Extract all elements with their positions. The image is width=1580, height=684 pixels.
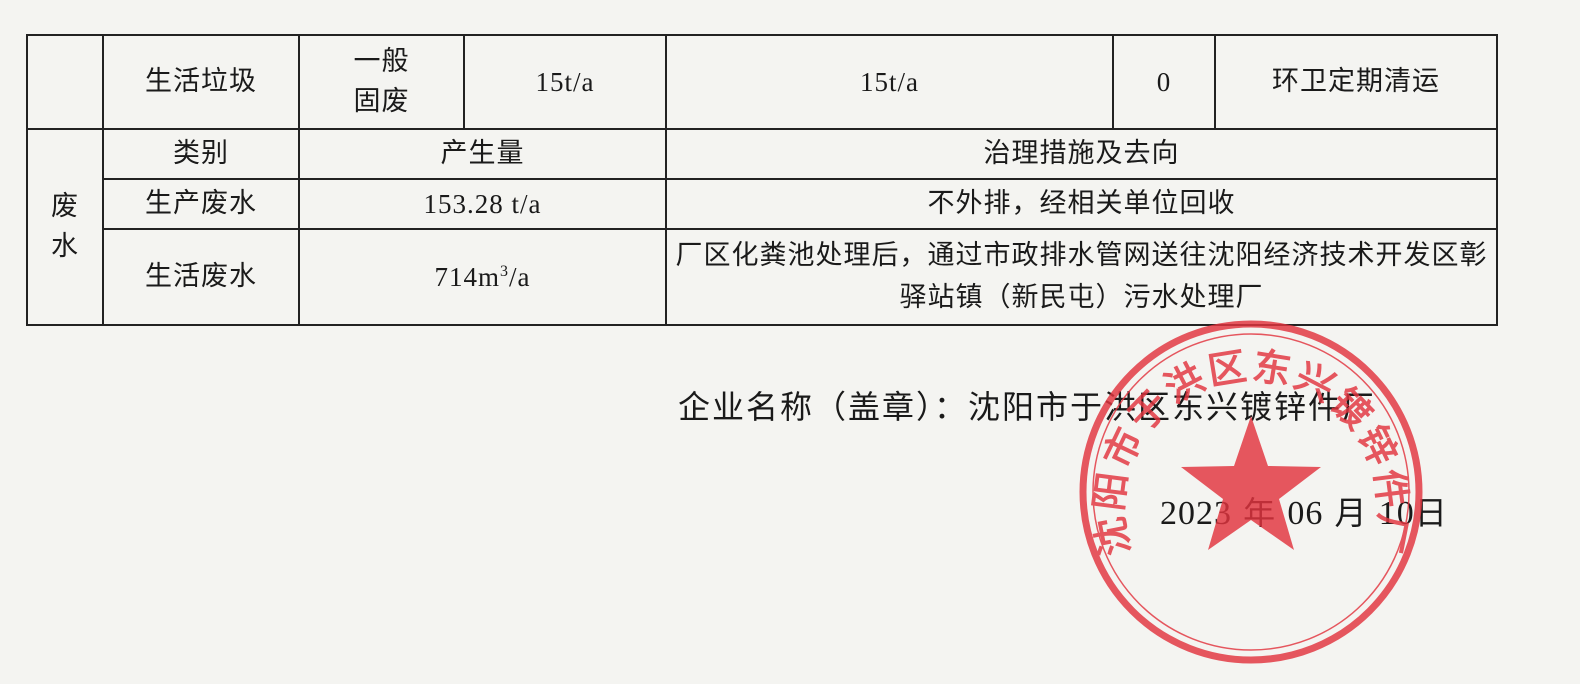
section-label-line1: 废 bbox=[51, 191, 79, 222]
waste-type-line1: 一般 bbox=[353, 46, 410, 77]
production-wastewater-name: 生产废水 bbox=[102, 178, 300, 230]
amount-exponent: 3 bbox=[500, 263, 509, 280]
section-label-line2: 水 bbox=[51, 231, 79, 262]
header-amount: 产生量 bbox=[298, 128, 667, 180]
date-month: 06 bbox=[1287, 495, 1324, 532]
amount-unit: /a bbox=[509, 262, 531, 292]
domestic-wastewater-measure: 厂区化粪池处理后，通过市政排水管网送往沈阳经济技术开发区彰驿站镇（新民屯）污水处… bbox=[665, 228, 1498, 326]
table-row: 生活垃圾 一般 固废 15t/a 15t/a 0 环卫定期清运 bbox=[26, 34, 1498, 130]
wastewater-section-label: 废 水 bbox=[26, 128, 104, 326]
date-day: 10 bbox=[1378, 495, 1415, 532]
header-category: 类别 bbox=[102, 128, 300, 180]
measure-cell: 环卫定期清运 bbox=[1214, 34, 1498, 130]
empty-cell bbox=[26, 34, 104, 130]
date-month-char: 月 bbox=[1334, 494, 1368, 532]
table-header-row: 废 水 类别 产生量 治理措施及去向 bbox=[26, 128, 1498, 326]
header-measure: 治理措施及去向 bbox=[665, 128, 1498, 180]
production-wastewater-amount: 153.28 t/a bbox=[298, 178, 667, 230]
domestic-wastewater-name: 生活废水 bbox=[102, 228, 300, 326]
production-wastewater-measure: 不外排，经相关单位回收 bbox=[665, 178, 1498, 230]
domestic-wastewater-amount: 714m3/a bbox=[298, 228, 667, 326]
generation-amount-cell: 15t/a bbox=[463, 34, 667, 130]
signature-date: 2023 年 06 月 10日 bbox=[1160, 488, 1448, 534]
date-day-char: 日 bbox=[1414, 494, 1448, 532]
waste-table: 生活垃圾 一般 固废 15t/a 15t/a 0 环卫定期清运 废 水 类别 产… bbox=[26, 34, 1498, 326]
waste-type-cell: 一般 固废 bbox=[298, 34, 465, 130]
company-name-line: 企业名称（盖章）：沈阳市于洪区东兴镀锌件厂 bbox=[678, 388, 1377, 426]
disposal-amount-cell: 15t/a bbox=[665, 34, 1114, 130]
discharge-amount-cell: 0 bbox=[1112, 34, 1216, 130]
table-row: 生产废水 153.28 t/a 不外排，经相关单位回收 bbox=[27, 178, 1498, 230]
table-row: 生活废水 714m3/a 厂区化粪池处理后，通过市政排水管网送往沈阳经济技术开发… bbox=[27, 228, 1498, 326]
amount-base: 714m bbox=[434, 262, 500, 292]
waste-type-line2: 固废 bbox=[353, 86, 410, 117]
date-year: 2023 bbox=[1160, 495, 1232, 532]
item-name-cell: 生活垃圾 bbox=[102, 34, 300, 130]
date-year-char: 年 bbox=[1243, 494, 1277, 532]
